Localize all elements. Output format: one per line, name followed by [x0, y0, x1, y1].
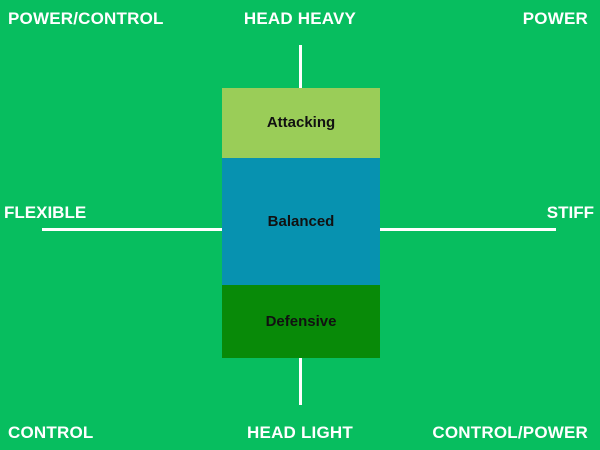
corner-label-top-left: POWER/CONTROL: [8, 9, 164, 28]
segment-attacking[interactable]: Attacking: [222, 88, 380, 158]
corner-label-bottom-right: CONTROL/POWER: [432, 423, 588, 442]
corner-label-bottom-left: CONTROL: [8, 423, 94, 442]
axis-label-stiff: STIFF: [546, 203, 594, 222]
segment-balanced[interactable]: Balanced: [222, 158, 380, 285]
axis-label-head-heavy: HEAD HEAVY: [243, 9, 357, 28]
segment-balanced-label: Balanced: [267, 212, 335, 230]
horizontal-axis-line-left: [42, 228, 222, 231]
segment-stack: Attacking Balanced Defensive: [222, 88, 380, 358]
axis-label-flexible: FLEXIBLE: [4, 203, 87, 222]
vertical-axis-line-top: [299, 45, 302, 88]
corner-label-top-right: POWER: [522, 9, 588, 28]
segment-defensive[interactable]: Defensive: [222, 285, 380, 358]
axis-label-head-light: HEAD LIGHT: [247, 423, 353, 442]
segment-attacking-label: Attacking: [266, 114, 336, 131]
vertical-axis-line-bottom: [299, 358, 302, 405]
horizontal-axis-line-right: [380, 228, 556, 231]
segment-defensive-label: Defensive: [265, 312, 337, 330]
